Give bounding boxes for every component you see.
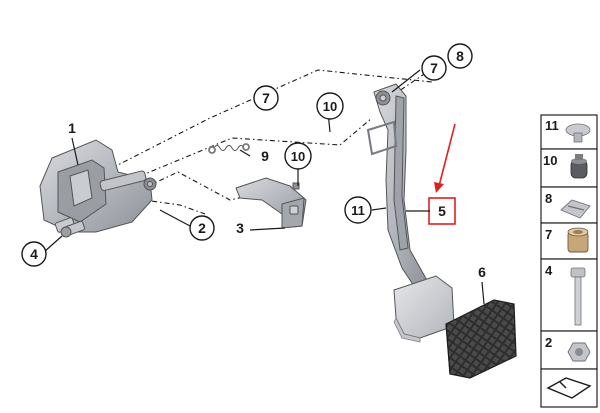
sensor-bracket <box>235 177 307 229</box>
legend-footer <box>540 368 598 408</box>
rubber-buffer-icon <box>570 154 588 179</box>
callout-5: 5 <box>438 203 446 219</box>
callout-1-label: 1 <box>68 120 76 136</box>
callout-7-right: 7 <box>421 55 447 81</box>
bushing-icon <box>567 227 589 253</box>
callout-10-pedal-label: 10 <box>323 99 337 114</box>
hex-nut-icon <box>567 342 591 362</box>
callout-1: 1 <box>68 120 76 136</box>
callout-3: 3 <box>236 220 244 236</box>
brake-pedal-arm <box>366 83 429 293</box>
callout-7-right-label: 7 <box>430 60 438 76</box>
callout-10-bracket: 10 <box>284 142 312 170</box>
callout-9: 9 <box>261 148 269 164</box>
callout-9-label: 9 <box>261 148 269 164</box>
callout-11-label: 11 <box>351 203 365 218</box>
callout-4: 4 <box>21 241 47 267</box>
parts-legend: 11 10 8 7 <box>540 114 598 408</box>
callout-6: 6 <box>478 264 486 280</box>
assembly-symbol-icon <box>546 377 592 399</box>
callout-11: 11 <box>344 196 372 224</box>
callout-2: 2 <box>189 215 215 241</box>
spring-clip-icon <box>560 199 591 219</box>
callout-7-left: 7 <box>253 85 279 111</box>
callout-10-pedal: 10 <box>316 92 344 120</box>
bolt-icon <box>570 267 586 326</box>
legend-row-7: 7 <box>540 222 598 260</box>
pedal-bracket <box>39 139 157 233</box>
legend-number-11: 11 <box>545 118 559 133</box>
plug-clip-icon <box>565 123 591 143</box>
legend-row-2: 2 <box>540 330 598 370</box>
legend-row-10: 10 <box>540 148 598 188</box>
callout-8-label: 8 <box>456 48 464 64</box>
callout-4-label: 4 <box>30 246 38 262</box>
legend-number-4: 4 <box>545 263 553 278</box>
legend-row-11: 11 <box>540 114 598 150</box>
legend-number-10: 10 <box>543 153 557 168</box>
pedal-pad-plate <box>393 275 455 343</box>
legend-number-2: 2 <box>545 335 552 350</box>
red-arrowhead-icon <box>434 182 444 193</box>
red-arrow <box>438 123 456 187</box>
callout-6-label: 6 <box>478 264 486 280</box>
legend-number-7: 7 <box>545 227 552 242</box>
callout-10-bracket-label: 10 <box>291 149 305 164</box>
callout-7-left-label: 7 <box>262 90 270 106</box>
bracket-bolt <box>60 220 86 238</box>
legend-row-4: 4 <box>540 258 598 332</box>
leader-lines <box>43 69 485 305</box>
rubber-pedal-pad <box>445 299 517 379</box>
legend-number-8: 8 <box>545 191 552 206</box>
return-spring <box>208 143 250 154</box>
callout-2-label: 2 <box>198 220 206 236</box>
legend-row-8: 8 <box>540 186 598 224</box>
callout-5-label: 5 <box>438 203 446 219</box>
callout-3-label: 3 <box>236 220 244 236</box>
callout-8: 8 <box>447 43 473 69</box>
